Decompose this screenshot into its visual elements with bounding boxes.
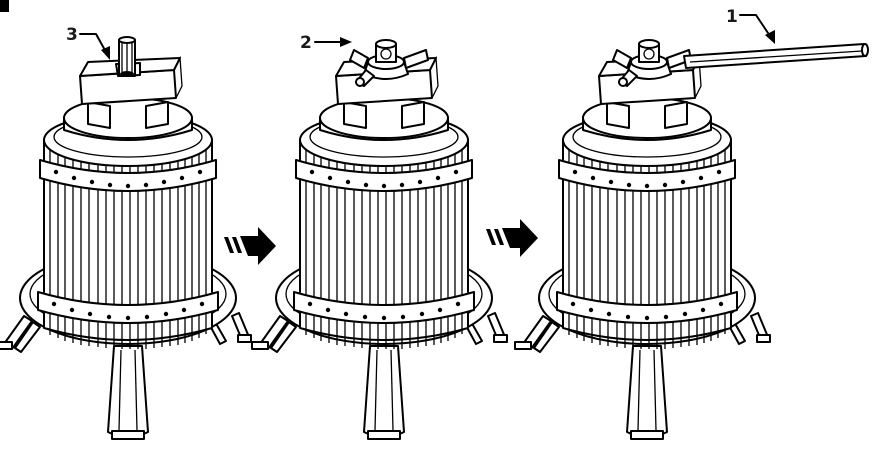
callout-1: 1: [726, 7, 775, 44]
shaft: [118, 36, 136, 77]
svg-text:3: 3: [66, 25, 78, 45]
right-arrow-icon: [224, 227, 276, 265]
step-3-press: 1: [514, 7, 869, 440]
right-arrow-icon: [486, 219, 538, 257]
corner-marker: [0, 0, 9, 12]
handle-bar: [683, 43, 869, 69]
step-1-press: 3: [0, 25, 252, 440]
callout-3: 3: [66, 25, 110, 60]
svg-text:2: 2: [300, 33, 312, 53]
step-2-press: 2: [251, 33, 508, 440]
svg-text:1: 1: [726, 7, 738, 27]
callout-2: 2: [300, 33, 352, 53]
